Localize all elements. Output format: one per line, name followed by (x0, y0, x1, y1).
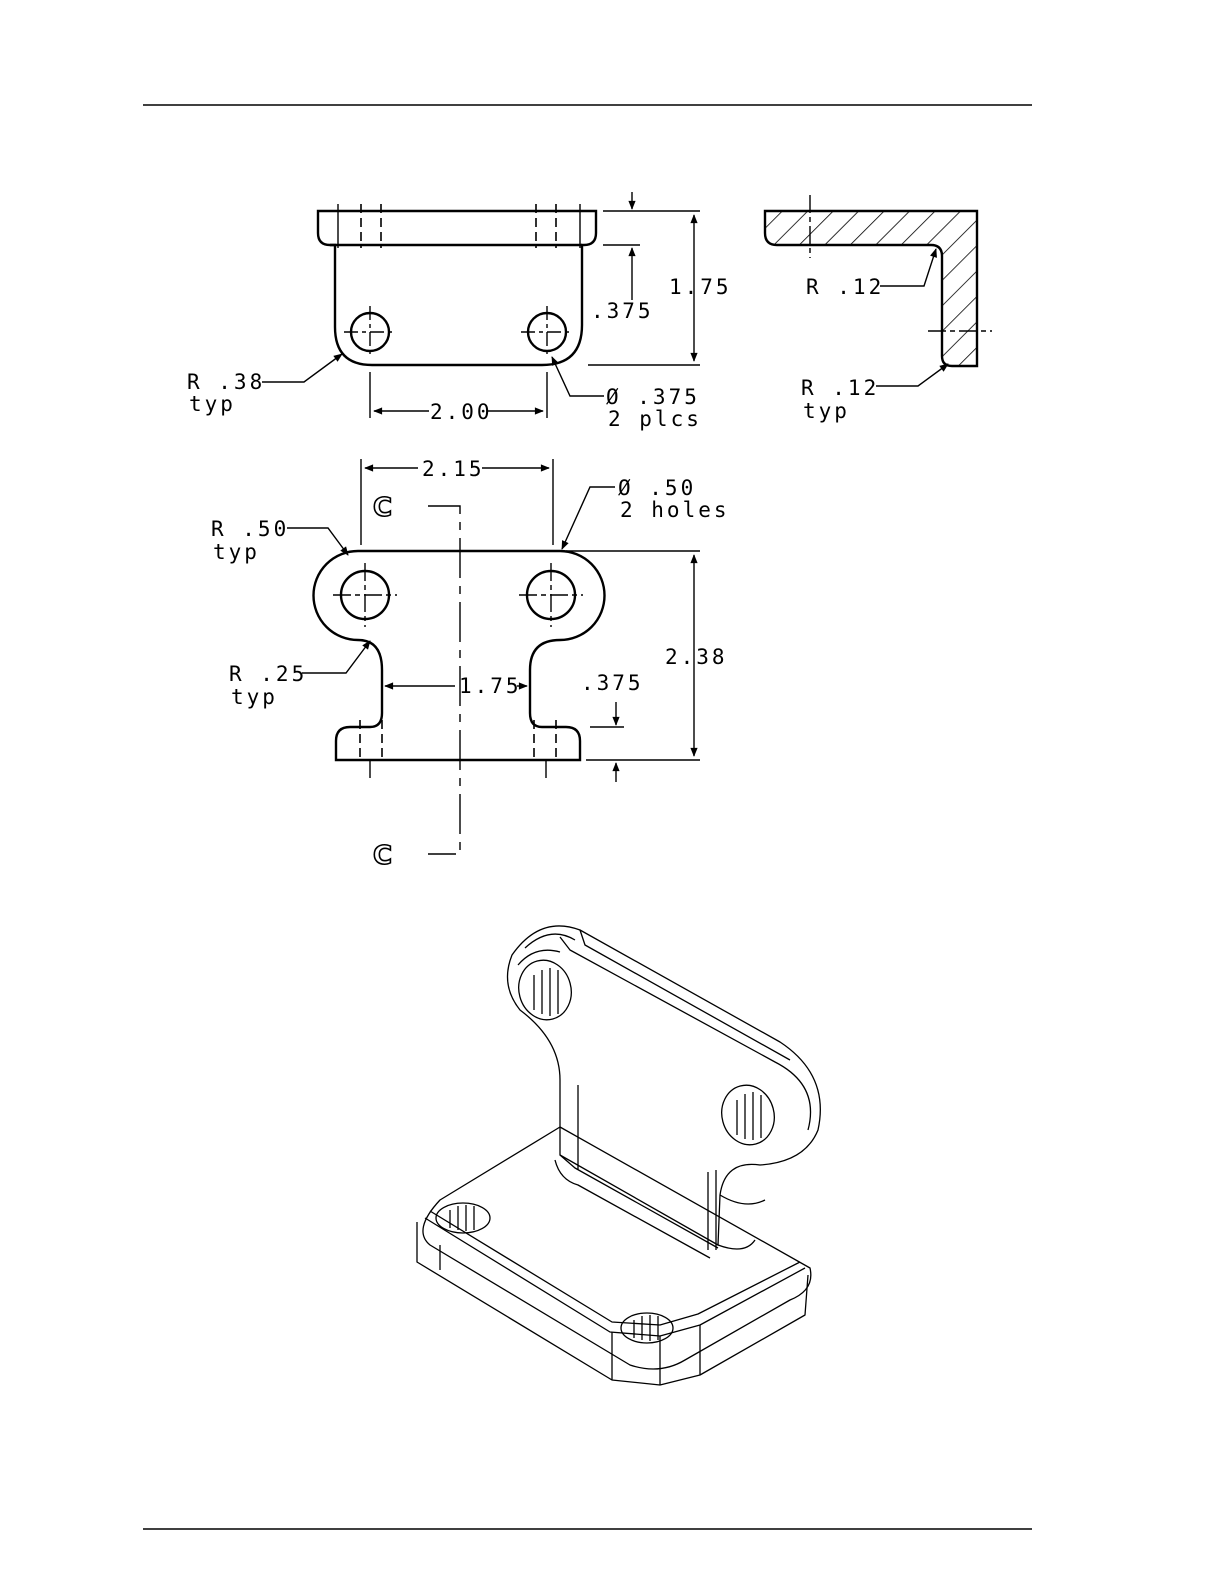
iso-upright (508, 926, 821, 1245)
front-hole-label: Ø .375 (606, 385, 700, 409)
isometric-view (417, 926, 820, 1385)
front-dim-hole-spacing: 2.00 (430, 400, 493, 424)
top-dim-flange: .375 (581, 671, 644, 695)
top-radius-label: R .50 (211, 517, 289, 541)
section-marker-bottom: C (373, 841, 392, 871)
top-dim-hole-spacing: 2.15 (422, 457, 485, 481)
top-hole-note: 2 holes (620, 498, 730, 522)
front-dim-flange: .375 (591, 299, 654, 323)
front-radius-note: typ (189, 392, 236, 416)
cutting-plane-line (428, 506, 460, 854)
top-hole-label: Ø .50 (618, 476, 696, 500)
front-dim-height: 1.75 (669, 275, 732, 299)
top-view-outline (314, 551, 605, 760)
neck-radius-label: R .25 (229, 662, 307, 686)
section-radius-inner: R .12 (806, 275, 884, 299)
front-radius-label: R .38 (187, 370, 265, 394)
neck-radius-note: typ (231, 685, 278, 709)
section-radius-note: typ (803, 399, 850, 423)
section-radius-outer: R .12 (801, 376, 879, 400)
top-radius-note: typ (213, 540, 260, 564)
front-hole-note: 2 plcs (608, 407, 702, 431)
front-view-outline (318, 211, 596, 365)
section-marker-top: C (373, 493, 392, 523)
top-dim-height: 2.38 (665, 645, 728, 669)
top-dim-neck-width: 1.75 (459, 674, 522, 698)
